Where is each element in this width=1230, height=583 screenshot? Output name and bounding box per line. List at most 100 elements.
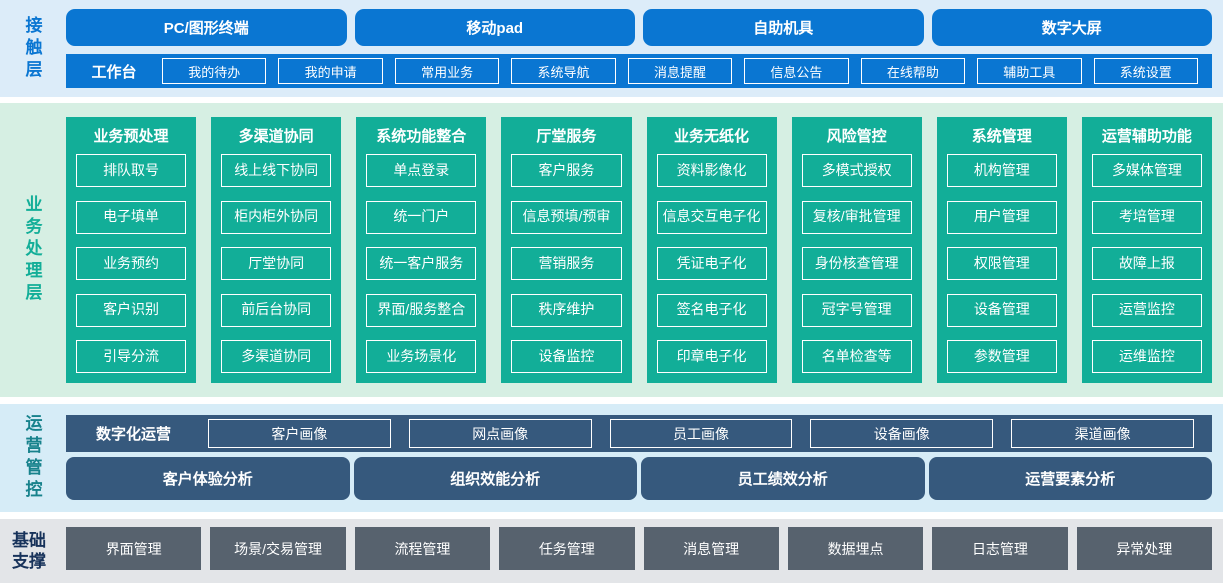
column-item[interactable]: 复核/审批管理 (801, 200, 912, 234)
workbench-item-system-nav[interactable]: 系统导航 (511, 58, 616, 84)
column-title: 业务无纸化 (674, 128, 750, 145)
column-item[interactable]: 多媒体管理 (1091, 154, 1202, 187)
section-contact-layer: 接触层 PC/图形终端 移动pad 自助机具 数字大屏 工作台 我的待办 我的申… (0, 0, 1223, 97)
foundation-log-management[interactable]: 日志管理 (932, 527, 1068, 570)
portrait-device[interactable]: 设备画像 (810, 419, 994, 448)
analysis-employee-performance[interactable]: 员工绩效分析 (641, 457, 925, 500)
analysis-row: 客户体验分析 组织效能分析 员工绩效分析 运营要素分析 (66, 457, 1212, 500)
portrait-customer[interactable]: 客户画像 (208, 419, 391, 448)
column-title: 风险管控 (826, 128, 887, 145)
analysis-ops-elements[interactable]: 运营要素分析 (928, 457, 1212, 500)
column-item[interactable]: 冠字号管理 (801, 293, 912, 327)
column-item[interactable]: 运营监控 (1091, 293, 1202, 327)
column-item[interactable]: 参数管理 (946, 340, 1057, 373)
column-item[interactable]: 营销服务 (511, 247, 622, 280)
workbench-item-info-bulletin[interactable]: 信息公告 (744, 58, 849, 84)
terminal-digital-screen[interactable]: 数字大屏 (931, 9, 1212, 46)
column-title: 厅堂服务 (536, 128, 597, 145)
column-item[interactable]: 统一门户 (366, 200, 477, 234)
section-foundation-layer: 基础支撑 界面管理 场景/交易管理 流程管理 任务管理 消息管理 数据埋点 日志… (0, 519, 1223, 583)
terminal-mobile-pad[interactable]: 移动pad (354, 9, 635, 46)
column-ops-auxiliary: 运营辅助功能 多媒体管理 考培管理 故障上报 运营监控 运维监控 (1081, 117, 1212, 383)
column-item[interactable]: 厅堂协同 (221, 247, 332, 280)
workbench-item-message-reminder[interactable]: 消息提醒 (627, 58, 733, 84)
column-item[interactable]: 柜内柜外协同 (221, 200, 332, 234)
workbench-item-my-todo[interactable]: 我的待办 (162, 58, 267, 84)
workbench-item-system-settings[interactable]: 系统设置 (1093, 58, 1198, 84)
column-item[interactable]: 印章电子化 (656, 340, 767, 373)
portrait-channel[interactable]: 渠道画像 (1011, 419, 1194, 448)
column-item[interactable]: 资料影像化 (656, 154, 767, 187)
column-hall-service: 厅堂服务 客户服务 信息预填/预审 营销服务 秩序维护 设备监控 (501, 117, 632, 383)
column-multichannel: 多渠道协同 线上线下协同 柜内柜外协同 厅堂协同 前后台协同 多渠道协同 (211, 117, 342, 383)
column-paperless: 业务无纸化 资料影像化 信息交互电子化 凭证电子化 签名电子化 印章电子化 (646, 117, 777, 383)
column-risk-control: 风险管控 多模式授权 复核/审批管理 身份核查管理 冠字号管理 名单检查等 (791, 117, 922, 383)
column-item[interactable]: 设备管理 (946, 293, 1057, 327)
column-item[interactable]: 引导分流 (76, 340, 187, 373)
column-item[interactable]: 考培管理 (1091, 200, 1202, 234)
workbench-label: 工作台 (91, 63, 137, 81)
business-columns: 业务预处理 排队取号 电子填单 业务预约 客户识别 引导分流 多渠道协同 线上线… (66, 117, 1212, 383)
column-item[interactable]: 客户识别 (76, 293, 187, 327)
column-item[interactable]: 电子填单 (76, 200, 187, 234)
foundation-task-management[interactable]: 任务管理 (499, 527, 635, 570)
column-item[interactable]: 名单检查等 (801, 340, 912, 373)
analysis-customer-experience[interactable]: 客户体验分析 (66, 457, 350, 500)
section-operations-layer: 运营管控 数字化运营 客户画像 网点画像 员工画像 设备画像 渠道画像 客户体验… (0, 404, 1223, 512)
column-item[interactable]: 权限管理 (946, 247, 1057, 280)
digital-operations-label: 数字化运营 (96, 426, 172, 443)
column-title: 系统管理 (971, 128, 1032, 145)
contact-layer-label: 接触层 (22, 15, 42, 82)
column-title: 业务预处理 (93, 128, 169, 145)
column-item[interactable]: 单点登录 (366, 154, 477, 187)
terminal-row: PC/图形终端 移动pad 自助机具 数字大屏 (66, 9, 1212, 46)
digital-operations-bar: 数字化运营 客户画像 网点画像 员工画像 设备画像 渠道画像 (66, 415, 1212, 452)
column-title: 运营辅助功能 (1101, 128, 1192, 145)
column-title: 多渠道协同 (238, 128, 314, 145)
column-item[interactable]: 业务场景化 (366, 340, 477, 373)
column-item[interactable]: 前后台协同 (221, 293, 332, 327)
column-item[interactable]: 机构管理 (946, 154, 1057, 187)
column-item[interactable]: 凭证电子化 (656, 247, 767, 280)
column-item[interactable]: 信息预填/预审 (511, 200, 622, 234)
column-item[interactable]: 故障上报 (1091, 247, 1202, 280)
portrait-branch[interactable]: 网点画像 (408, 419, 592, 448)
column-item[interactable]: 身份核查管理 (801, 247, 912, 280)
foundation-layer-label: 基础支撑 (12, 530, 46, 571)
column-item[interactable]: 界面/服务整合 (366, 293, 477, 327)
workbench-bar: 工作台 我的待办 我的申请 常用业务 系统导航 消息提醒 信息公告 在线帮助 辅… (66, 54, 1212, 88)
terminal-self-service[interactable]: 自助机具 (643, 9, 924, 46)
terminal-pc[interactable]: PC/图形终端 (66, 9, 347, 46)
portrait-employee[interactable]: 员工画像 (609, 419, 793, 448)
section-business-layer: 业务处理层 业务预处理 排队取号 电子填单 业务预约 客户识别 引导分流 多渠道… (0, 103, 1223, 397)
foundation-row: 界面管理 场景/交易管理 流程管理 任务管理 消息管理 数据埋点 日志管理 异常… (66, 527, 1212, 570)
column-item[interactable]: 签名电子化 (656, 293, 767, 327)
column-item[interactable]: 用户管理 (946, 200, 1057, 234)
foundation-message-management[interactable]: 消息管理 (643, 527, 779, 570)
column-item[interactable]: 设备监控 (511, 340, 622, 373)
workbench-item-online-help[interactable]: 在线帮助 (860, 58, 966, 84)
foundation-process-management[interactable]: 流程管理 (354, 527, 491, 570)
column-item[interactable]: 多渠道协同 (221, 340, 332, 373)
foundation-exception-handling[interactable]: 异常处理 (1076, 527, 1212, 570)
column-system-integration: 系统功能整合 单点登录 统一门户 统一客户服务 界面/服务整合 业务场景化 (356, 117, 487, 383)
column-item[interactable]: 秩序维护 (511, 293, 622, 327)
foundation-scene-transaction[interactable]: 场景/交易管理 (210, 527, 346, 570)
column-system-management: 系统管理 机构管理 用户管理 权限管理 设备管理 参数管理 (936, 117, 1067, 383)
column-item[interactable]: 统一客户服务 (366, 247, 477, 280)
workbench-item-my-applications[interactable]: 我的申请 (278, 58, 383, 84)
analysis-org-efficiency[interactable]: 组织效能分析 (353, 457, 637, 500)
column-item[interactable]: 线上线下协同 (221, 154, 332, 187)
column-item[interactable]: 多模式授权 (801, 154, 912, 187)
column-item[interactable]: 信息交互电子化 (656, 200, 767, 234)
column-item[interactable]: 客户服务 (511, 154, 622, 187)
column-item[interactable]: 运维监控 (1091, 340, 1202, 373)
workbench-item-common-business[interactable]: 常用业务 (394, 58, 500, 84)
column-item[interactable]: 业务预约 (76, 247, 187, 280)
business-layer-label: 业务处理层 (22, 195, 42, 305)
foundation-ui-management[interactable]: 界面管理 (66, 527, 202, 570)
column-item[interactable]: 排队取号 (76, 154, 187, 187)
workbench-item-aux-tools[interactable]: 辅助工具 (977, 58, 1082, 84)
column-pretreatment: 业务预处理 排队取号 电子填单 业务预约 客户识别 引导分流 (66, 117, 197, 383)
foundation-data-tracking[interactable]: 数据埋点 (787, 527, 924, 570)
